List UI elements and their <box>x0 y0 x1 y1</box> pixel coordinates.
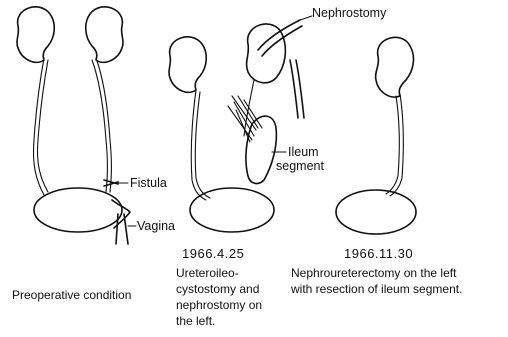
left-ureter-inner <box>37 60 48 192</box>
bladder <box>34 188 122 232</box>
vagina-label: Vagina <box>137 219 175 233</box>
ileum-label-2: segment <box>276 159 324 173</box>
caption-third-line-1: Nephroureterectomy on the left <box>291 266 457 280</box>
remaining-kidney <box>376 37 414 97</box>
caption-first-line-1: Preoperative condition <box>12 288 131 302</box>
bladder-3 <box>336 190 416 234</box>
left-ureter-2-inner <box>195 92 210 198</box>
right-ureter-inner <box>92 60 108 192</box>
nephrostomy-tube <box>258 20 302 56</box>
caption-second-line-4: the left. <box>176 314 215 328</box>
caption-second-line-1: Ureteroileo- <box>176 266 239 280</box>
fistula-label: Fistula <box>130 176 167 190</box>
right-kidney <box>86 7 123 62</box>
panel-preoperative: Fistula Vagina <box>17 7 175 244</box>
caption-third-line-2: with resection of ileum segment. <box>290 282 462 296</box>
caption-second-line-3: nephrostomy on <box>176 298 262 312</box>
right-kidney-2 <box>247 24 286 83</box>
left-kidney-2 <box>169 37 206 92</box>
date-second: 1966.4.25 <box>182 246 244 261</box>
nephrostomy-tube-down <box>290 60 304 118</box>
left-kidney <box>17 7 54 62</box>
nephrostomy-label: Nephrostomy <box>312 6 387 20</box>
ileum-label-1: Ileum <box>288 145 319 159</box>
ureter-3-inner <box>386 96 399 194</box>
date-third: 1966.11.30 <box>344 246 413 261</box>
captions: Preoperative condition Ureteroileo- cyst… <box>12 266 462 328</box>
caption-second-line-2: cystostomy and <box>176 282 259 296</box>
bladder-2 <box>190 188 274 232</box>
panel-nephroureterectomy: 1966.11.30 <box>336 37 416 261</box>
nephrostomy-leader <box>300 16 312 20</box>
right-ureter <box>96 58 112 192</box>
panel-ureteroileocystostomy: Nephrostomy Ileum segment 1966.4.25 <box>169 6 387 261</box>
